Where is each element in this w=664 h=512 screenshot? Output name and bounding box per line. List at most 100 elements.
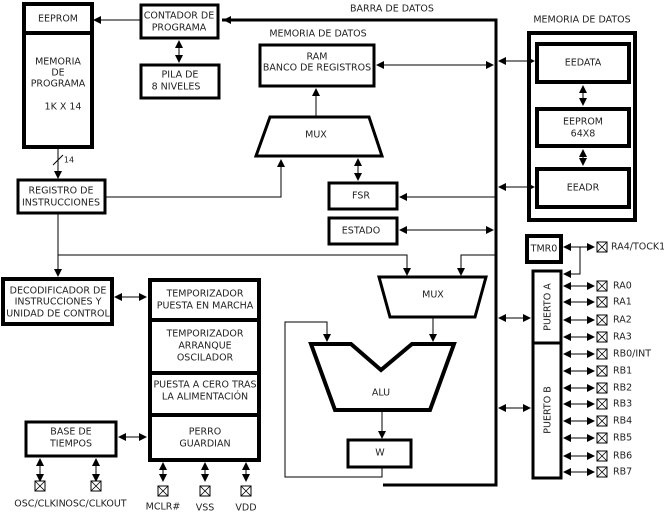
svg-text:VSS: VSS [196, 503, 215, 512]
svg-text:DECODIFICADOR DE: DECODIFICADOR DE [10, 286, 107, 297]
svg-text:RA1: RA1 [613, 297, 632, 308]
svg-text:TIEMPOS: TIEMPOS [49, 439, 92, 450]
bottom-pin: OSC/CLKIN [14, 458, 66, 510]
port-a: PUERTO A [531, 269, 563, 345]
svg-text:GUARDIAN: GUARDIAN [179, 439, 230, 450]
stack: PILA DE 8 NIVELES [139, 63, 221, 100]
svg-text:RB0/INT: RB0/INT [613, 349, 651, 360]
svg-text:BASE DE: BASE DE [50, 427, 91, 438]
upper-mux: MUX [253, 115, 385, 158]
time-base: BASE DE TIEMPOS [24, 420, 118, 458]
port-pin: RB2 [563, 382, 632, 394]
svg-text:EEPROM: EEPROM [38, 14, 78, 25]
bus-width-label: 14 [64, 156, 74, 165]
svg-text:ESTADO: ESTADO [342, 226, 380, 237]
oscillator-start-timer: TEMPORIZADOR [165, 329, 243, 340]
alu: ALU [308, 342, 457, 412]
svg-text:FSR: FSR [352, 191, 370, 202]
svg-text:RB4: RB4 [613, 416, 632, 427]
program-counter: CONTADOR DE PROGRAMA [139, 3, 220, 40]
data-bus [222, 18, 498, 487]
bottom-pin: OSC/CLKOUT [65, 458, 127, 510]
port-pin: RA0 [563, 280, 632, 292]
ram-title: MEMORIA DE DATOS [269, 29, 366, 40]
svg-text:REGISTRO DE: REGISTRO DE [28, 186, 93, 197]
status-register: ESTADO [327, 216, 399, 246]
eeadr-register: EEADR [535, 167, 631, 209]
svg-text:RA4/TOCK1: RA4/TOCK1 [611, 242, 664, 253]
port-pin: RB6 [563, 450, 632, 462]
svg-text:RAM: RAM [307, 52, 328, 63]
w-register: W [346, 438, 413, 469]
port-pin: RB0/INT [563, 348, 651, 360]
eedata-register: EEDATA [535, 42, 631, 84]
svg-text:PROGRAMA: PROGRAMA [31, 79, 86, 90]
svg-text:ARRANQUE: ARRANQUE [178, 341, 231, 352]
svg-text:RB2: RB2 [613, 383, 632, 394]
port-pin: RB7 [563, 466, 632, 478]
svg-text:RB1: RB1 [613, 366, 632, 377]
data-bus-label: BARRA DE DATOS [350, 4, 434, 15]
program-eeprom: EEPROM [22, 2, 94, 35]
svg-text:PUERTO B: PUERTO B [543, 386, 554, 433]
svg-text:64X8: 64X8 [571, 129, 596, 140]
svg-text:8 NIVELES: 8 NIVELES [152, 82, 201, 93]
svg-text:OSC/CLKIN: OSC/CLKIN [14, 499, 65, 510]
bottom-pin: MCLR# [146, 462, 181, 512]
svg-text:RB3: RB3 [613, 399, 632, 410]
svg-text:CONTADOR DE: CONTADOR DE [144, 11, 215, 22]
svg-text:RA2: RA2 [613, 315, 632, 326]
svg-text:DE: DE [51, 68, 64, 79]
port-pin: RA2 [563, 314, 632, 326]
fsr-register: FSR [327, 181, 399, 211]
watchdog-timer: PERRO [189, 427, 221, 438]
instruction-decoder: DECODIFICADOR DE INSTRUCCIONES Y UNIDAD … [1, 277, 114, 326]
svg-text:TMR0: TMR0 [530, 244, 558, 255]
tmr0: TMR0 [525, 234, 563, 264]
svg-text:RB7: RB7 [613, 467, 632, 478]
svg-text:RB6: RB6 [613, 451, 632, 462]
port-pin: RB3 [563, 398, 632, 410]
instruction-register: REGISTRO DE INSTRUCCIONES [16, 178, 107, 215]
svg-text:INSTRUCCIONES Y: INSTRUCCIONES Y [15, 297, 102, 308]
pin-ra4-tock1: RA4/TOCK1 [596, 241, 664, 253]
port-pin: RB5 [563, 432, 632, 444]
svg-text:PILA DE: PILA DE [162, 70, 199, 81]
timer-block: TEMPORIZADOR PUESTA EN MARCHA TEMPORIZAD… [148, 278, 261, 462]
svg-text:RA0: RA0 [613, 281, 632, 292]
port-pin: RB4 [563, 415, 632, 427]
svg-text:PUESTA EN MARCHA: PUESTA EN MARCHA [157, 301, 254, 312]
svg-text:MUX: MUX [305, 130, 327, 141]
svg-text:PROGRAMA: PROGRAMA [152, 23, 207, 34]
svg-text:RB5: RB5 [613, 433, 632, 444]
bottom-pin: VSS [196, 462, 215, 512]
port-pin: RA3 [563, 331, 632, 343]
port-b: PUERTO B [531, 341, 563, 480]
ram-register-bank: RAM BANCO DE REGISTROS [258, 43, 376, 88]
bottom-pin: VDD [235, 462, 257, 512]
power-on-reset: PUESTA A CERO TRAS [153, 380, 256, 391]
svg-text:PUERTO A: PUERTO A [543, 283, 554, 331]
svg-text:BANCO DE REGISTROS: BANCO DE REGISTROS [263, 63, 371, 74]
svg-text:LA ALIMENTACIÓN: LA ALIMENTACIÓN [162, 391, 248, 403]
svg-text:OSC/CLKOUT: OSC/CLKOUT [65, 499, 126, 510]
svg-text:EEDATA: EEDATA [565, 58, 602, 69]
lower-mux: MUX [377, 275, 488, 319]
program-memory: MEMORIA DE PROGRAMA 1K X 14 [22, 31, 94, 149]
svg-text:UNIDAD DE CONTROL: UNIDAD DE CONTROL [6, 309, 110, 320]
port-pin: RA1 [563, 296, 632, 308]
svg-text:RA3: RA3 [613, 332, 632, 343]
port-pin: RB1 [563, 365, 632, 377]
svg-text:EEPROM: EEPROM [563, 117, 603, 128]
svg-text:OSCILADOR: OSCILADOR [177, 353, 234, 364]
svg-text:INSTRUCCIONES: INSTRUCCIONES [22, 198, 100, 209]
svg-text:MUX: MUX [422, 290, 444, 301]
svg-text:W: W [375, 448, 385, 459]
power-up-timer: TEMPORIZADOR [165, 289, 243, 300]
svg-text:VDD: VDD [235, 503, 256, 512]
svg-text:MCLR#: MCLR# [146, 502, 181, 512]
svg-text:1K X 14: 1K X 14 [45, 102, 82, 113]
eeprom-data-title: MEMORIA DE DATOS [533, 15, 630, 26]
data-eeprom: EEPROM 64X8 [535, 107, 631, 148]
